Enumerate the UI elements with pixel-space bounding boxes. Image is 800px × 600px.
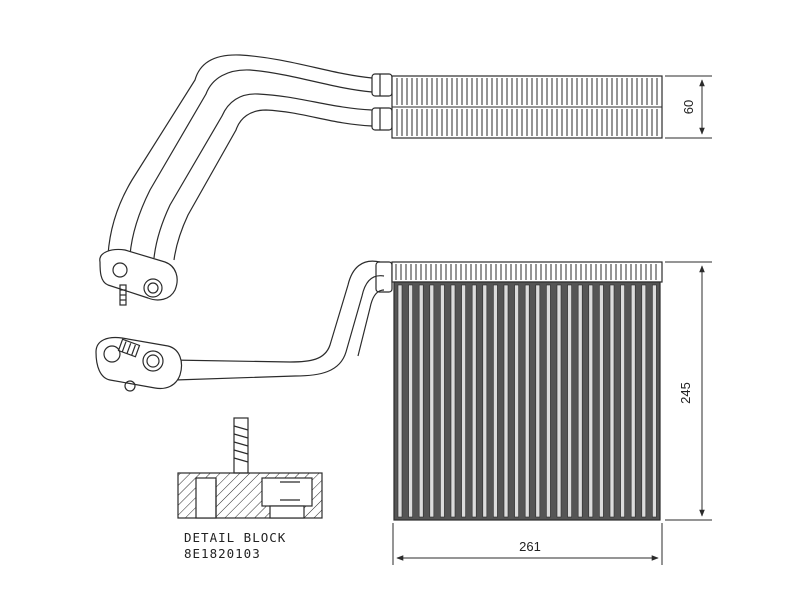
core-tube xyxy=(471,284,477,518)
core-tube xyxy=(567,284,572,518)
core-tube xyxy=(577,284,583,518)
dimension-core-height-label: 245 xyxy=(678,382,693,404)
upper-core xyxy=(391,75,663,139)
core-tube xyxy=(620,284,625,518)
core-tube xyxy=(503,284,509,518)
core-tube xyxy=(609,284,615,518)
upper-connector-2 xyxy=(371,107,393,131)
detail-part-number: 8E1820103 xyxy=(184,546,261,561)
core-tube xyxy=(588,284,594,518)
core-tube xyxy=(408,284,413,518)
upper-flange xyxy=(99,248,178,306)
core-tube xyxy=(450,284,456,518)
upper-pipe-assembly xyxy=(107,54,393,261)
core-tube xyxy=(429,284,435,518)
core-tube xyxy=(652,284,657,518)
detail-block-title: DETAIL BLOCK xyxy=(184,530,286,545)
core-tube xyxy=(482,284,488,518)
core-tube xyxy=(440,284,445,518)
dimension-top-height-label: 60 xyxy=(681,100,696,114)
dimension-top-height xyxy=(665,75,712,139)
upper-pipe-inner xyxy=(173,109,373,261)
dimension-core-height xyxy=(665,261,712,521)
core-tube xyxy=(535,284,541,518)
core-tube xyxy=(641,284,647,518)
lower-pipe-assembly xyxy=(169,260,393,381)
dimension-core-width xyxy=(392,523,663,565)
lower-flange xyxy=(95,336,183,392)
detail-block-section xyxy=(177,417,323,519)
upper-connector-1 xyxy=(371,73,393,97)
core-header-ribs xyxy=(395,264,657,280)
core-tube xyxy=(397,284,403,518)
core-tube xyxy=(556,284,562,518)
core-tube xyxy=(461,284,466,518)
core-tube xyxy=(524,284,530,518)
dimension-core-width-label: 261 xyxy=(519,539,541,554)
core-tube xyxy=(630,284,636,518)
evaporator-core xyxy=(391,261,663,521)
core-tube xyxy=(418,284,424,518)
upper-core-fins xyxy=(396,78,658,136)
core-tube xyxy=(599,284,604,518)
core-tube xyxy=(546,284,551,518)
core-tubes xyxy=(397,284,657,518)
upper-pipe-outer xyxy=(107,54,373,256)
lower-connector xyxy=(375,261,393,293)
core-tube xyxy=(493,284,498,518)
core-tube xyxy=(514,284,519,518)
lower-pipe-outer xyxy=(169,260,381,363)
